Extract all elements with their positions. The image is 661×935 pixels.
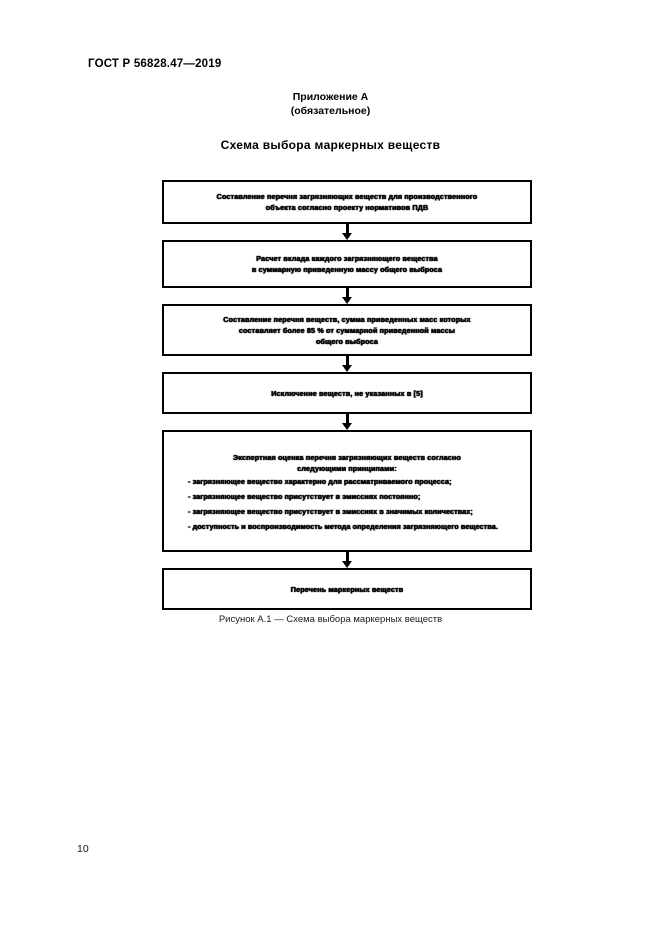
scheme-title: Схема выбора маркерных веществ (220, 138, 441, 152)
arrow-down-icon (341, 297, 352, 304)
connector-line (346, 552, 349, 564)
connector-line (346, 356, 349, 368)
appendix-subtitle: (обязательное) (290, 105, 371, 117)
flow-node-4-line-1: Исключение веществ, не указанных в [5] (271, 388, 423, 398)
arrow-down-icon (341, 423, 352, 430)
principle-item-1: загрязняющее вещество характерно для рас… (178, 474, 516, 489)
principle-item-3: загрязняющее вещество присутствует в эми… (178, 504, 516, 519)
arrow-down-icon (341, 365, 352, 372)
flow-node-5-principles: загрязняющее вещество характерно для рас… (178, 474, 516, 534)
flow-node-4: Исключение веществ, не указанных в [5] (162, 372, 532, 414)
flow-node-1-line-2: объекта согласно проекту нормативов ПДВ (265, 203, 429, 212)
flow-connector-3 (162, 356, 532, 372)
flow-node-1-line-1: Составление перечня загрязняющих веществ… (216, 192, 478, 201)
principle-item-4: доступность и воспроизводимость метода о… (178, 519, 516, 534)
flowchart: Составление перечня загрязняющих веществ… (162, 180, 532, 610)
flow-node-3-line-2: составляет более 85 % от суммарной приве… (238, 325, 456, 335)
connector-line (346, 224, 349, 236)
flow-connector-5 (162, 552, 532, 568)
flow-node-5-line-2: следующими принципами: (297, 464, 397, 473)
appendix-heading: Приложение А (обязательное) (0, 90, 661, 118)
flow-node-6: Перечень маркерных веществ (162, 568, 532, 610)
principle-item-2: загрязняющее вещество присутствует в эми… (178, 489, 516, 504)
flow-node-2-line-2: в суммарную приведенную массу общего выб… (251, 265, 443, 274)
flow-node-2-line-1: Расчет вклада каждого загрязняющего веще… (256, 254, 438, 263)
flow-node-3-line-3: общего выброса (315, 336, 379, 346)
connector-line (346, 414, 349, 426)
flow-node-5: Экспертная оценка перечня загрязняющих в… (162, 430, 532, 552)
page-number: 10 (77, 843, 89, 855)
flow-node-3: Составление перечня веществ, сумма приве… (162, 304, 532, 356)
flow-connector-4 (162, 414, 532, 430)
flow-node-3-line-1: Составление перечня веществ, сумма приве… (223, 314, 471, 324)
arrow-down-icon (341, 233, 352, 240)
flow-node-5-line-1: Экспертная оценка перечня загрязняющих в… (233, 453, 461, 462)
flow-node-2: Расчет вклада каждого загрязняющего веще… (162, 240, 532, 288)
standard-header: ГОСТ Р 56828.47—2019 (88, 58, 222, 70)
appendix-title: Приложение А (292, 91, 369, 103)
connector-line (346, 288, 349, 300)
figure-caption: Рисунок А.1 — Схема выбора маркерных вещ… (218, 614, 443, 625)
arrow-down-icon (341, 561, 352, 568)
flow-connector-1 (162, 224, 532, 240)
flow-node-1: Составление перечня загрязняющих веществ… (162, 180, 532, 224)
flow-node-6-line-1: Перечень маркерных веществ (290, 584, 404, 594)
flow-connector-2 (162, 288, 532, 304)
